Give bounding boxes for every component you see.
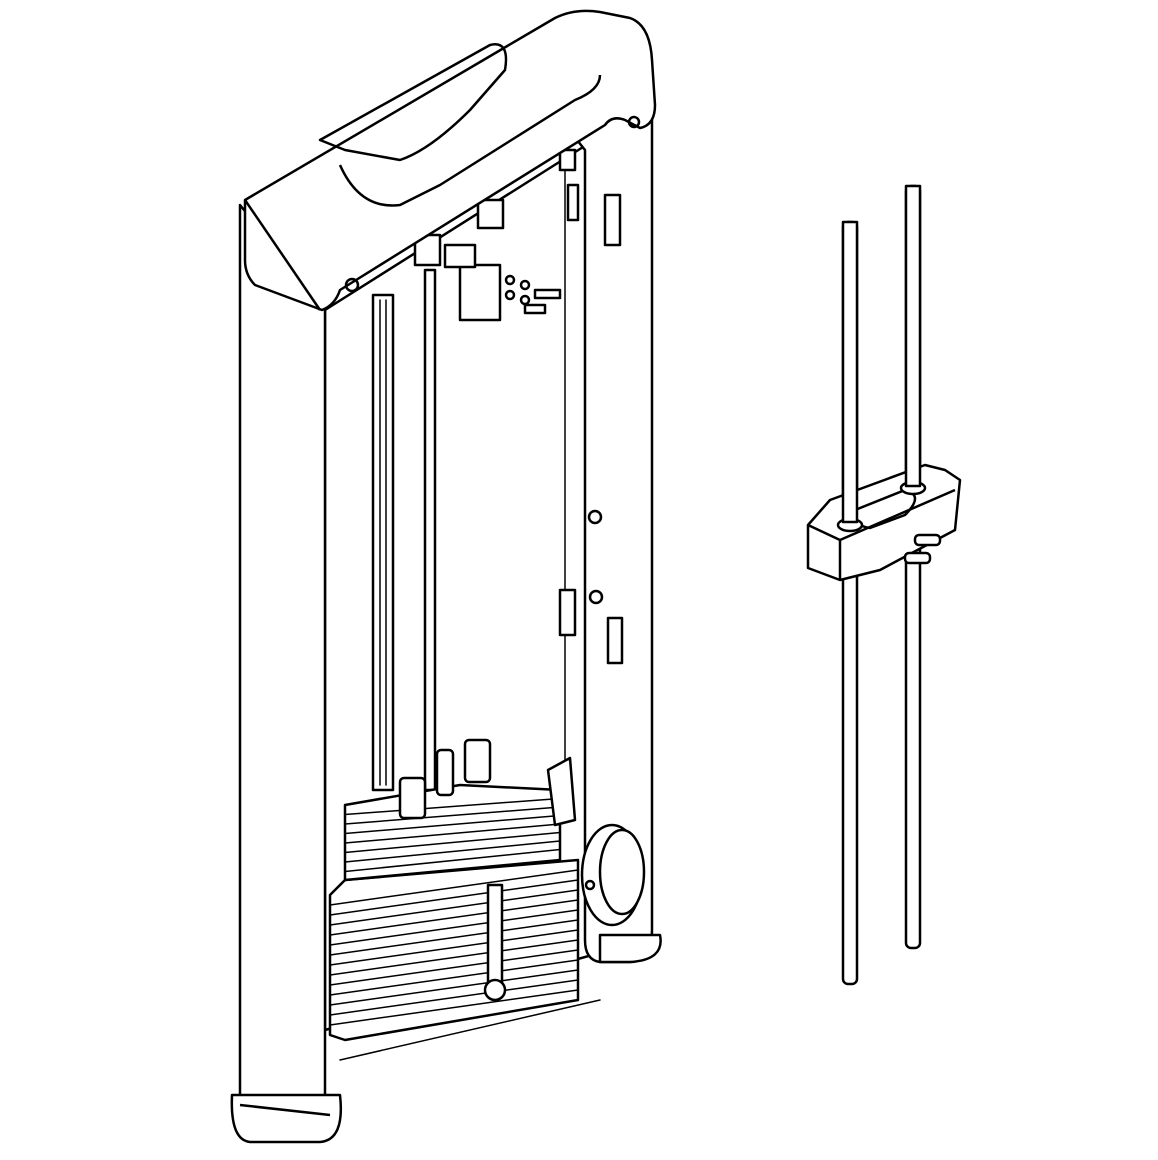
plate-line xyxy=(344,797,561,816)
weight-stack xyxy=(328,738,580,1042)
plate-line xyxy=(329,989,579,1026)
plate-line xyxy=(329,979,579,1016)
right-column xyxy=(563,108,662,964)
plate-line xyxy=(329,879,579,916)
plate-line xyxy=(329,959,579,996)
plate-line xyxy=(344,814,561,835)
plate-line xyxy=(329,929,579,966)
plate-line xyxy=(344,831,561,854)
plate-line xyxy=(329,869,579,906)
top-plate xyxy=(806,184,962,582)
pulley xyxy=(580,823,646,927)
left-column xyxy=(230,203,343,1144)
plate-line xyxy=(329,899,579,936)
plate-line xyxy=(344,848,561,873)
brackets xyxy=(413,148,624,665)
plate-line xyxy=(329,909,579,946)
plate-line xyxy=(329,949,579,986)
top-shroud xyxy=(243,9,657,312)
plate-line xyxy=(329,919,579,956)
plate-line xyxy=(329,939,579,976)
plate-line xyxy=(329,889,579,926)
plate-line xyxy=(344,806,561,825)
plate-line xyxy=(344,823,561,844)
plate-line xyxy=(344,840,561,863)
plate-line xyxy=(329,969,579,1006)
